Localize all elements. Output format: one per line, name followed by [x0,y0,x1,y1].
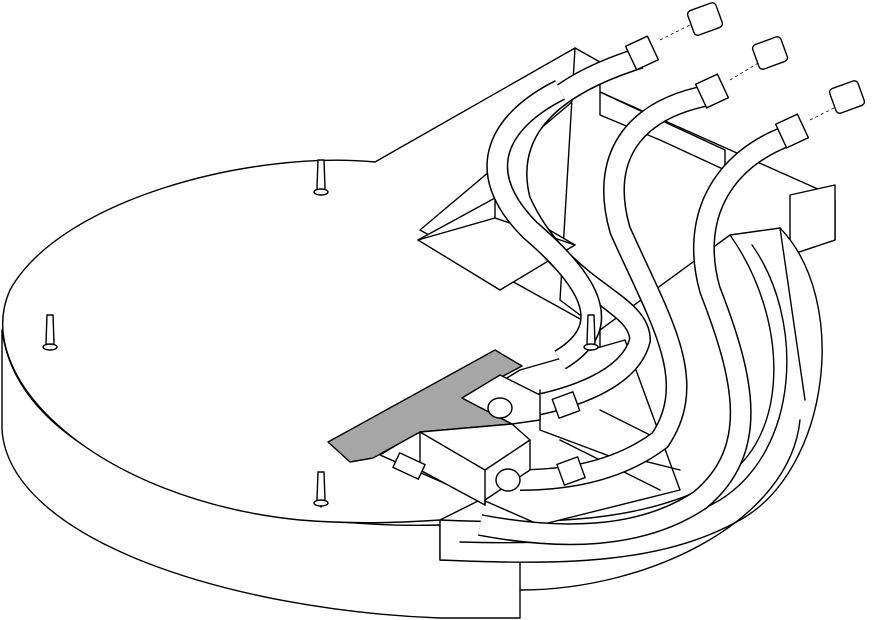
screw-icon [313,159,329,196]
hose-end-fittings [624,24,841,149]
hose-3 [477,124,794,546]
hose-2 [519,84,713,491]
hose-fitting-icon [392,391,586,492]
channel-box [789,184,836,256]
screw-icon [42,314,58,351]
screw-icon [313,471,329,508]
outer-wall-bottom [519,227,806,591]
screw-icon [583,314,599,351]
channel-opening [599,91,726,171]
nipple-adapter-icon [686,2,866,114]
